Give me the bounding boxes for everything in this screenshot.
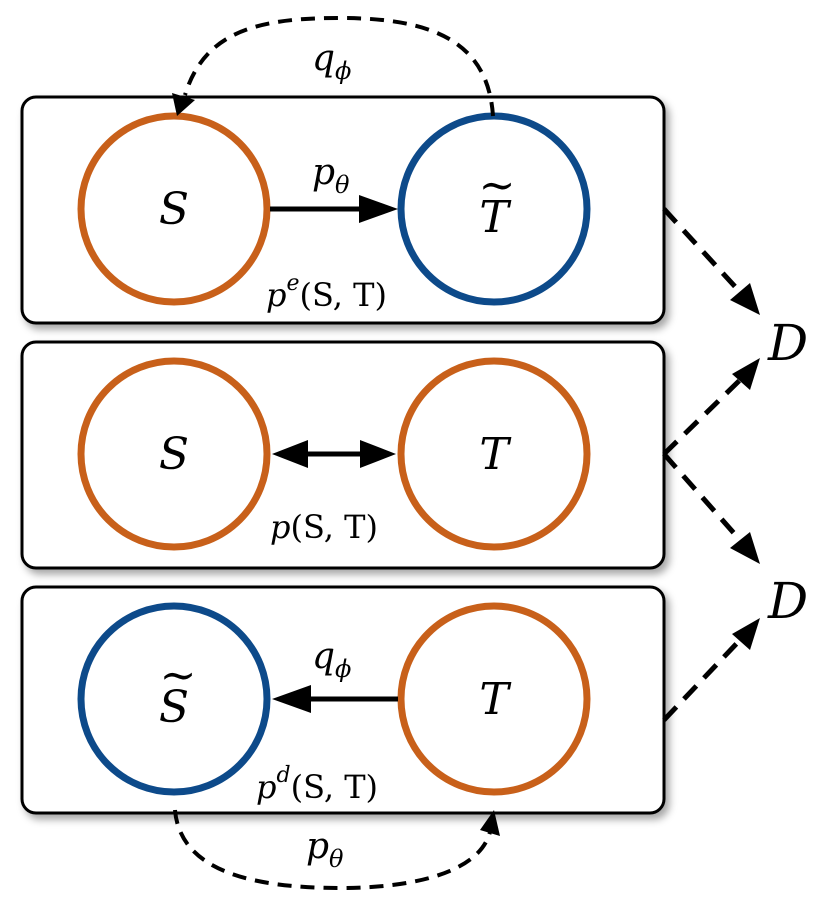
middle-to-d2-edge: [662, 452, 742, 542]
bottom-to-d2-edge: [662, 638, 742, 722]
top-distribution-label: pe(S, T): [266, 271, 387, 314]
top-source-label: S: [159, 184, 189, 235]
top-target-node: [397, 112, 591, 306]
middle-left-arrowhead: [272, 440, 308, 468]
middle-target-node: [397, 357, 591, 551]
discriminator-1-label: D: [767, 314, 808, 372]
top-feedback-edge-label: qϕ: [312, 38, 351, 85]
middle-source-label: S: [159, 429, 189, 480]
top-to-d1-edge: [662, 207, 742, 294]
top-target-label: T: [479, 192, 512, 243]
middle-target-label: T: [479, 429, 512, 480]
middle-to-d1-arrowhead: [732, 358, 760, 390]
middle-right-arrowhead: [360, 440, 396, 468]
top-forward-arrowhead: [359, 195, 398, 223]
middle-distribution-label: p(S, T): [270, 508, 378, 546]
top-forward-edge-label: pθ: [312, 152, 350, 199]
bottom-to-d2-arrowhead: [732, 618, 760, 650]
top-source-node: [77, 112, 271, 306]
bottom-source-node: [77, 602, 271, 796]
bottom-target-label: T: [479, 674, 512, 725]
middle-to-d1-edge: [662, 378, 742, 456]
bottom-target-node: [397, 602, 591, 796]
top-feedback-arrowhead: [172, 93, 195, 116]
bottom-feedback-arrowhead: [480, 810, 500, 836]
bottom-feedback-edge-label: pθ: [306, 826, 344, 873]
bottom-backward-edge-label: qϕ: [312, 636, 351, 683]
discriminator-2-label: D: [767, 572, 808, 630]
top-to-d1-arrowhead: [730, 283, 760, 315]
bottom-distribution-label: pd(S, T): [256, 763, 378, 806]
top-feedback-edge: [183, 15, 495, 117]
top-target-tilde: ~: [479, 160, 516, 211]
bottom-source-label: S: [159, 682, 189, 733]
middle-source-node: [77, 357, 271, 551]
bottom-source-tilde: ~: [160, 650, 197, 701]
bottom-backward-arrowhead: [272, 685, 311, 713]
bottom-feedback-edge: [173, 809, 492, 891]
middle-to-d2-arrowhead: [730, 532, 760, 564]
